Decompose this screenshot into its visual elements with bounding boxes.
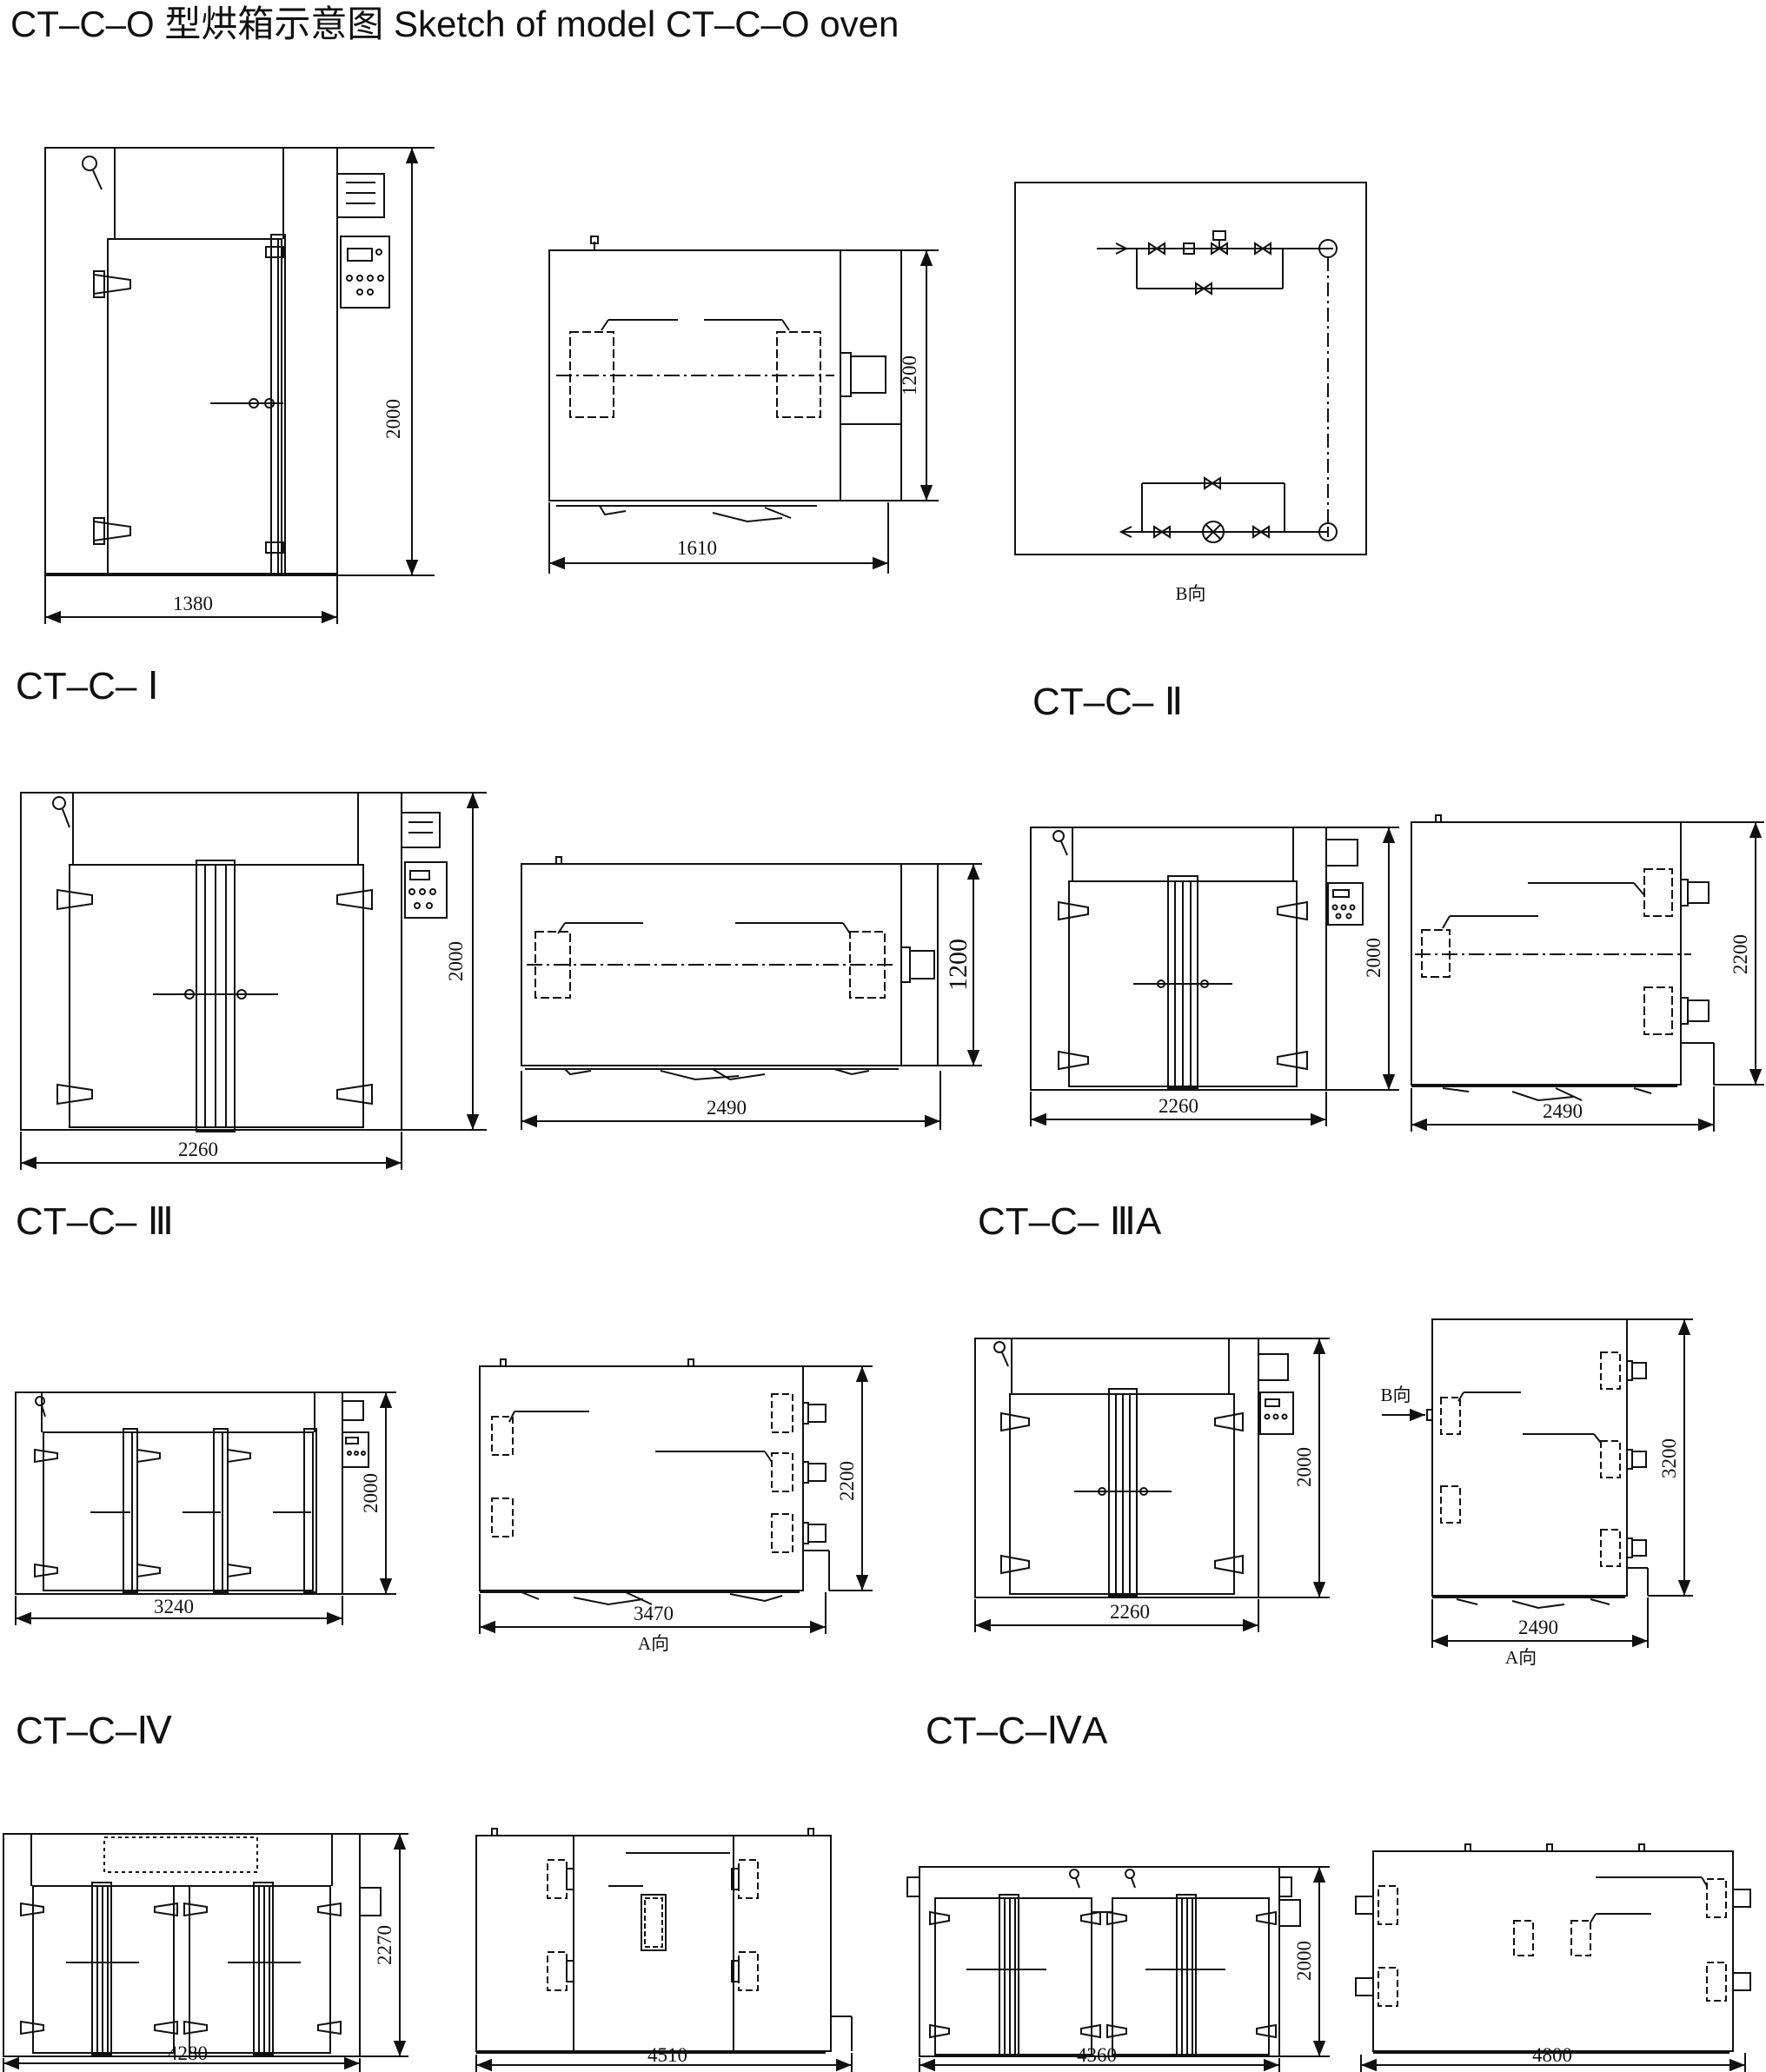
iiia-front-dims — [974, 1338, 1330, 1632]
o-front-view — [44, 147, 390, 576]
dim-iii-side-height: 2200 — [836, 1461, 858, 1501]
dim-iv-front-width: 4280 — [168, 2042, 208, 2064]
iiia-side-dims — [1431, 1318, 1693, 1648]
dim-o-front-width: 1380 — [173, 593, 213, 614]
iv-side-dims — [475, 2053, 853, 2072]
dim-i-side-height: 1200 — [944, 939, 973, 991]
pipe-schematic — [1014, 182, 1367, 555]
iv-front-dims — [3, 1833, 408, 2072]
dim-o-front-height: 2000 — [382, 399, 404, 439]
dim-ii-front-width: 2260 — [1159, 1095, 1198, 1117]
i-side-dims — [521, 863, 982, 1130]
i-front-dims — [20, 792, 487, 1170]
page-title: CT–C–O 型烘箱示意图 Sketch of model CT–C–O ove… — [10, 3, 900, 44]
o-side-dims — [548, 249, 939, 574]
ii-front-dims — [1030, 827, 1399, 1126]
dim-iiia-side-width: 2490 — [1518, 1617, 1558, 1638]
model-label-3a: CT–C– ⅢA — [978, 1200, 1162, 1243]
pipe-view-label: B向 — [1175, 583, 1205, 604]
dim-iva-front-width: 4360 — [1077, 2044, 1117, 2066]
dim-iii-front-height: 2000 — [360, 1473, 382, 1513]
dim-i-front-width: 2260 — [178, 1139, 218, 1160]
i-side-view — [521, 856, 939, 1081]
model-label-4a: CT–C–ⅣA — [926, 1710, 1108, 1752]
model-label-1: CT–C– Ⅰ — [16, 665, 159, 707]
dim-o-side-width: 1610 — [677, 537, 717, 559]
iv-side-view — [475, 1828, 853, 2054]
iiia-side-view — [1382, 1318, 1649, 1610]
dim-iiia-side-height: 3200 — [1658, 1438, 1680, 1478]
i-front-view — [20, 792, 448, 1132]
dim-ii-front-height: 2000 — [1363, 938, 1384, 978]
dim-i-side-width: 2490 — [707, 1097, 747, 1119]
iiia-side-view-label: A向 — [1505, 1647, 1537, 1668]
iv-front-view — [3, 1833, 382, 2057]
o-side-view — [548, 236, 902, 523]
dim-ii-side-width: 2490 — [1543, 1100, 1583, 1122]
dim-iva-front-height: 2000 — [1293, 1941, 1315, 1981]
iii-front-view — [15, 1391, 369, 1595]
dim-o-side-height: 1200 — [899, 355, 920, 395]
iiia-b-direction-label: B向 — [1380, 1385, 1411, 1405]
ii-side-view — [1411, 814, 1715, 1102]
dim-iv-front-height: 2270 — [374, 1925, 395, 1965]
dim-iv-side-width: 4510 — [647, 2044, 687, 2066]
dim-iiia-front-width: 2260 — [1110, 1601, 1150, 1623]
iva-side-view — [1355, 1843, 1751, 2054]
iva-side-dims — [1360, 2053, 1746, 2072]
model-label-3: CT–C– Ⅲ — [16, 1200, 174, 1243]
model-label-2: CT–C– Ⅱ — [1032, 681, 1184, 723]
iva-front-dims — [919, 1866, 1330, 2072]
ii-side-dims — [1411, 821, 1764, 1132]
dim-iiia-front-height: 2000 — [1293, 1447, 1315, 1487]
dim-iii-front-width: 3240 — [154, 1596, 194, 1617]
iii-side-view-label: A向 — [638, 1633, 669, 1654]
iii-front-dims — [15, 1391, 396, 1625]
ii-front-view — [1030, 827, 1364, 1091]
dim-iii-side-width: 3470 — [634, 1603, 674, 1624]
iiia-front-view — [974, 1338, 1294, 1598]
model-label-4: CT–C–Ⅳ — [16, 1710, 172, 1752]
iva-front-view — [906, 1866, 1301, 2057]
dim-i-front-height: 2000 — [445, 941, 467, 981]
dim-iva-side-width: 4800 — [1532, 2044, 1572, 2066]
iii-side-view — [479, 1358, 830, 1606]
dim-ii-side-height: 2200 — [1729, 934, 1751, 974]
iii-side-dims — [479, 1365, 873, 1634]
o-front-dims — [44, 147, 435, 624]
